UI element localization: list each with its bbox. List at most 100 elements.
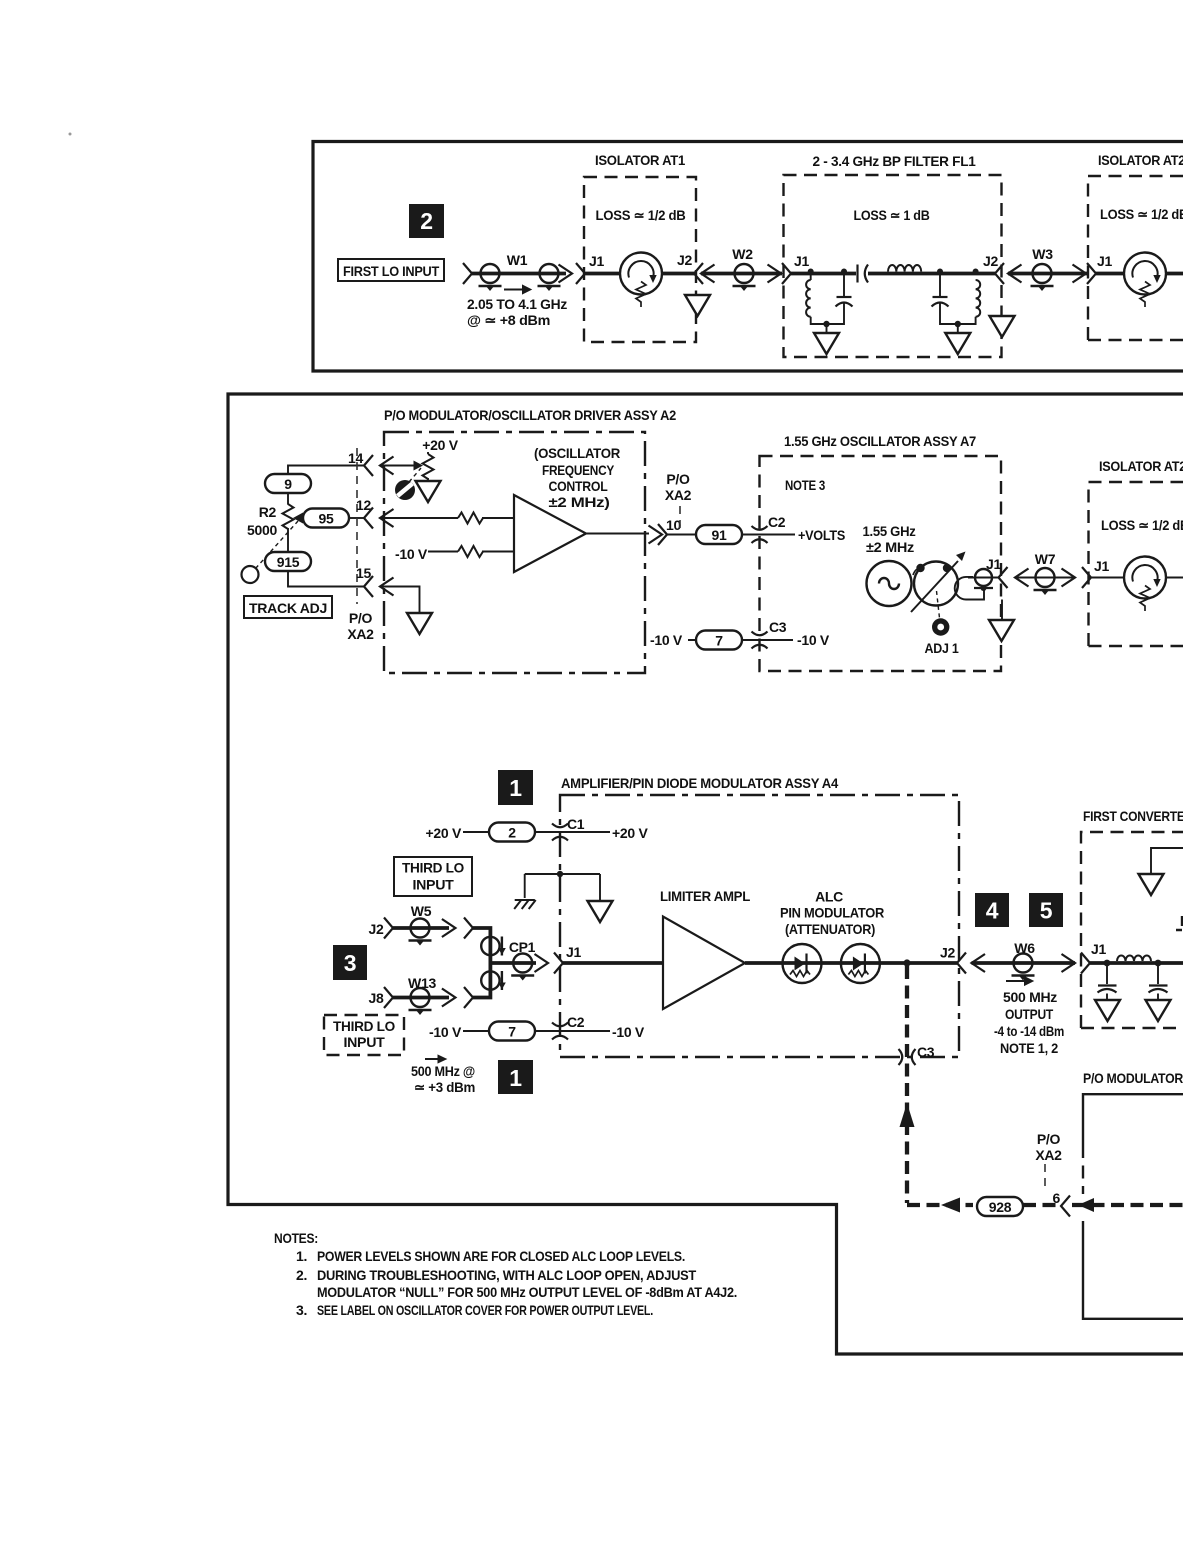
svg-text:W13: W13 <box>408 975 436 991</box>
svg-text:ISOLATOR AT1: ISOLATOR AT1 <box>595 152 685 168</box>
svg-text:NOTE 3: NOTE 3 <box>785 477 825 493</box>
svg-text:FIRST LO INPUT: FIRST LO INPUT <box>343 263 440 279</box>
svg-text:@ ≃ +8 dBm: @ ≃ +8 dBm <box>467 312 550 328</box>
svg-text:W2: W2 <box>732 246 753 262</box>
svg-text:1.55 GHz OSCILLATOR ASSY A7: 1.55 GHz OSCILLATOR ASSY A7 <box>784 433 976 449</box>
svg-text:J1: J1 <box>986 556 1001 572</box>
svg-text:NOTES:: NOTES: <box>274 1230 318 1246</box>
svg-text:CONTROL: CONTROL <box>549 478 609 494</box>
svg-text:W1: W1 <box>507 252 528 268</box>
svg-text:15: 15 <box>356 565 371 581</box>
svg-text:3: 3 <box>344 950 357 976</box>
svg-text:95: 95 <box>319 511 334 527</box>
svg-text:P/O: P/O <box>1037 1131 1061 1147</box>
svg-text:928: 928 <box>989 1199 1012 1215</box>
svg-text:XA2: XA2 <box>1035 1147 1062 1163</box>
svg-text:FIRST CONVERTER ASSY A3: FIRST CONVERTER ASSY A3 <box>1083 808 1201 824</box>
svg-text:XA2: XA2 <box>347 626 374 642</box>
svg-text:DURING TROUBLESHOOTING, WITH A: DURING TROUBLESHOOTING, WITH ALC LOOP OP… <box>317 1267 697 1283</box>
svg-text:J8: J8 <box>369 990 384 1006</box>
svg-text:ISOLATOR AT2: ISOLATOR AT2 <box>1099 458 1186 474</box>
svg-text:3.: 3. <box>296 1302 307 1318</box>
svg-text:CP1: CP1 <box>509 939 536 955</box>
svg-text:+20 V: +20 V <box>612 825 648 841</box>
svg-text:J1: J1 <box>1097 253 1112 269</box>
svg-text:1.: 1. <box>296 1248 307 1264</box>
svg-text:12: 12 <box>356 497 371 513</box>
svg-text:4: 4 <box>986 898 999 924</box>
svg-text:LOSS ≃ 1 dB: LOSS ≃ 1 dB <box>854 207 930 223</box>
svg-text:INPUT: INPUT <box>413 877 455 893</box>
svg-text:2: 2 <box>420 208 433 234</box>
svg-text:-10 V: -10 V <box>612 1024 645 1040</box>
svg-text:POWER LEVELS SHOWN ARE FOR CLO: POWER LEVELS SHOWN ARE FOR CLOSED ALC LO… <box>317 1248 685 1264</box>
svg-text:W5: W5 <box>411 903 432 919</box>
svg-text:14: 14 <box>348 450 363 466</box>
svg-text:9: 9 <box>284 476 292 492</box>
svg-text:≃ +3 dBm: ≃ +3 dBm <box>414 1079 475 1095</box>
svg-text:ALC: ALC <box>815 889 843 905</box>
svg-text:LIMITER AMPL: LIMITER AMPL <box>660 888 751 904</box>
svg-text:P/O: P/O <box>349 610 373 626</box>
svg-text:2.: 2. <box>296 1267 307 1283</box>
svg-text:P/O MODULATOR/OSCILLATOR DRIVE: P/O MODULATOR/OSCILLATOR DRIVER ASSY A2 <box>384 407 676 423</box>
svg-text:10: 10 <box>666 517 681 533</box>
svg-text:5000: 5000 <box>247 522 277 538</box>
svg-text:500 MHz @: 500 MHz @ <box>411 1063 475 1079</box>
svg-text:1: 1 <box>509 1065 522 1091</box>
svg-text:INPUT: INPUT <box>344 1034 386 1050</box>
svg-text:7: 7 <box>715 633 723 649</box>
svg-text:+20 V: +20 V <box>426 825 462 841</box>
svg-text:AMPLIFIER/PIN DIODE MODULATOR: AMPLIFIER/PIN DIODE MODULATOR ASSY A4 <box>561 775 838 791</box>
svg-text:±2 MHz: ±2 MHz <box>866 539 914 555</box>
svg-text:OUTPUT: OUTPUT <box>1005 1006 1054 1022</box>
svg-text:ISOLATOR AT2: ISOLATOR AT2 <box>1098 152 1185 168</box>
svg-text:915: 915 <box>277 554 300 570</box>
svg-text:+20 V: +20 V <box>422 437 458 453</box>
svg-text:+VOLTS: +VOLTS <box>798 527 845 543</box>
svg-text:ADJ 1: ADJ 1 <box>925 640 959 656</box>
svg-text:J2: J2 <box>677 252 692 268</box>
svg-text:2: 2 <box>508 825 516 841</box>
svg-text:LOSS ≃ 1/2 dB: LOSS ≃ 1/2 dB <box>1101 517 1189 533</box>
svg-text:C3: C3 <box>769 619 787 635</box>
svg-text:(ATTENUATOR): (ATTENUATOR) <box>785 921 875 937</box>
svg-text:PIN MODULATOR: PIN MODULATOR <box>780 905 884 921</box>
svg-text:TRACK ADJ: TRACK ADJ <box>249 600 327 616</box>
svg-text:2.05 TO 4.1 GHz: 2.05 TO 4.1 GHz <box>467 296 567 312</box>
svg-text:1.55 GHz: 1.55 GHz <box>863 523 916 539</box>
svg-text:C2: C2 <box>567 1014 585 1030</box>
svg-text:THIRD LO: THIRD LO <box>333 1018 395 1034</box>
svg-text:C1: C1 <box>567 816 585 832</box>
svg-text:-10 V: -10 V <box>650 632 683 648</box>
svg-text:THIRD LO: THIRD LO <box>402 860 464 876</box>
svg-text:500 MHz: 500 MHz <box>1003 989 1057 1005</box>
svg-text:W6: W6 <box>1014 940 1035 956</box>
svg-text:7: 7 <box>508 1024 516 1040</box>
svg-text:XA2: XA2 <box>665 487 692 503</box>
svg-text:W3: W3 <box>1032 246 1053 262</box>
svg-text:6: 6 <box>1053 1190 1061 1206</box>
svg-text:J1: J1 <box>566 944 581 960</box>
svg-text:-10 V: -10 V <box>797 632 830 648</box>
svg-text:NOTE 1, 2: NOTE 1, 2 <box>1000 1040 1058 1056</box>
svg-text:FREQUENCY: FREQUENCY <box>542 462 615 478</box>
svg-text:C2: C2 <box>768 514 786 530</box>
svg-text:2 - 3.4 GHz BP FILTER FL1: 2 - 3.4 GHz BP FILTER FL1 <box>813 153 976 169</box>
svg-text:J1: J1 <box>794 253 809 269</box>
svg-text:MODULATOR “NULL” FOR 500 MHz O: MODULATOR “NULL” FOR 500 MHz OUTPUT LEVE… <box>317 1284 737 1300</box>
svg-text:5: 5 <box>1040 898 1053 924</box>
svg-text:J2: J2 <box>369 921 384 937</box>
svg-text:-10 V: -10 V <box>429 1024 462 1040</box>
svg-text:LOSS ≃ 1/2 dB: LOSS ≃ 1/2 dB <box>596 207 686 223</box>
svg-text:P/O: P/O <box>666 471 690 487</box>
svg-text:-4 to -14 dBm: -4 to -14 dBm <box>994 1023 1064 1039</box>
svg-text:J2: J2 <box>940 945 955 961</box>
svg-text:91: 91 <box>712 527 727 543</box>
svg-text:W7: W7 <box>1035 551 1056 567</box>
svg-text:C3: C3 <box>917 1044 935 1060</box>
svg-text:-10 V: -10 V <box>395 546 428 562</box>
svg-text:P/O MODULATOR: P/O MODULATOR <box>1083 1070 1183 1086</box>
svg-text:LOSS ≃ 1/2 dB: LOSS ≃ 1/2 dB <box>1100 206 1188 222</box>
svg-text:(OSCILLATOR: (OSCILLATOR <box>534 445 620 461</box>
